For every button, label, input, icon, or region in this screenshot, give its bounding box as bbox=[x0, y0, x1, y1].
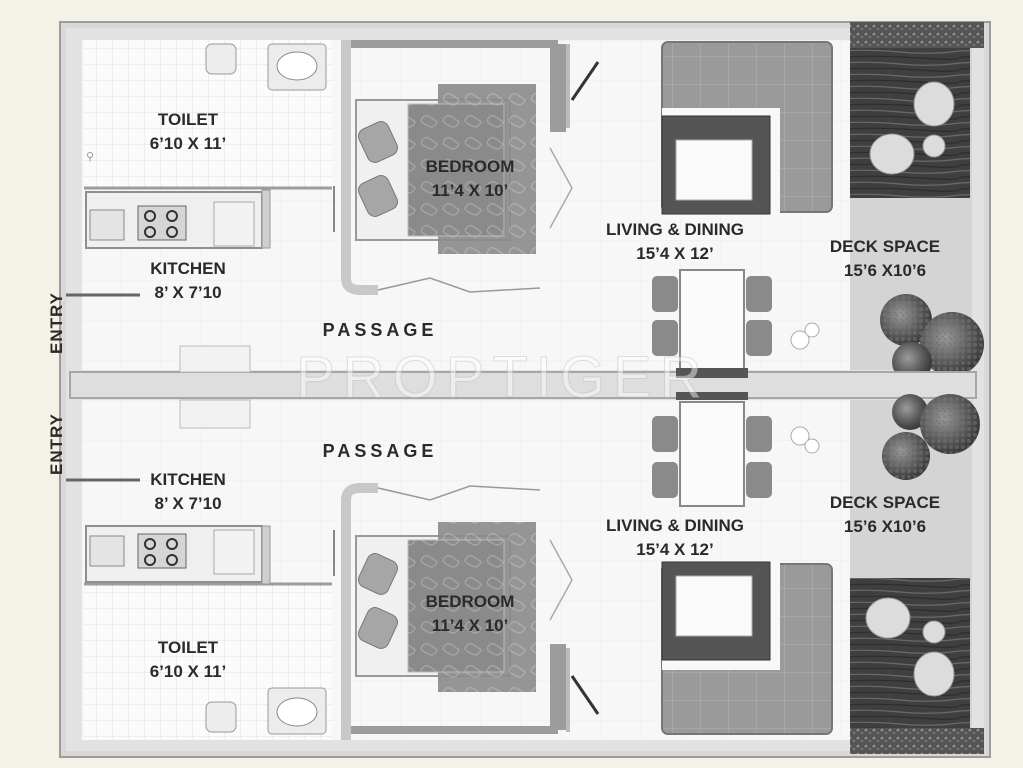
toilet-size-top: 6’10 X 11’ bbox=[149, 134, 227, 153]
watermark: PROPTIGER bbox=[296, 345, 710, 411]
toilet-name-bottom: TOILET bbox=[157, 638, 219, 657]
deck-name-bottom: DECK SPACE bbox=[829, 493, 941, 512]
wc-bottom bbox=[205, 701, 237, 733]
entry-label-top: ENTRY bbox=[47, 292, 66, 354]
kitchen-label-bottom: KITCHEN 8’ X 7’10 bbox=[118, 468, 258, 516]
wc-top bbox=[205, 43, 237, 75]
deck-size-bottom: 15’6 X10’6 bbox=[843, 517, 927, 536]
kitchen-label-top: KITCHEN 8’ X 7’10 bbox=[118, 257, 258, 305]
bed-mattress-top bbox=[407, 103, 505, 237]
kitchen-size-top: 8’ X 7’10 bbox=[154, 283, 222, 302]
unit-bottom bbox=[66, 394, 984, 754]
living-size-bottom: 15’4 X 12’ bbox=[636, 540, 714, 559]
kitchen-name-top: KITCHEN bbox=[150, 259, 226, 278]
deck-name-top: DECK SPACE bbox=[829, 237, 941, 256]
bedroom-label-top: BEDROOM 11’4 X 10’ bbox=[400, 155, 540, 203]
bedroom-name-bottom: BEDROOM bbox=[425, 592, 515, 611]
living-label-bottom: LIVING & DINING 15’4 X 12’ bbox=[580, 514, 770, 562]
toilet-name-top: TOILET bbox=[157, 110, 219, 129]
pillow-1-top bbox=[358, 121, 398, 163]
bed-mattress-bottom bbox=[407, 539, 505, 673]
grass-strip-top bbox=[850, 22, 984, 48]
kitchen-size-bottom: 8’ X 7’10 bbox=[154, 494, 222, 513]
living-size-top: 15’4 X 12’ bbox=[636, 244, 714, 263]
toilet-size-bottom: 6’10 X 11’ bbox=[149, 662, 227, 681]
kitchen-sink-bottom bbox=[89, 535, 125, 567]
living-name-top: LIVING & DINING bbox=[606, 220, 744, 239]
pillow-2-top bbox=[358, 175, 398, 217]
entry-label-bottom: ENTRY bbox=[47, 413, 66, 475]
pillow-2-bottom bbox=[358, 607, 398, 649]
passage-label-bottom: PASSAGE bbox=[322, 441, 438, 461]
deck-size-top: 15’6 X10’6 bbox=[843, 261, 927, 280]
bedroom-size-top: 11’4 X 10’ bbox=[431, 181, 509, 200]
pillow-1-bottom bbox=[358, 553, 398, 595]
door-bottom bbox=[570, 675, 600, 715]
deck-label-top: DECK SPACE 15’6 X10’6 bbox=[810, 235, 960, 283]
svg-text:⚲: ⚲ bbox=[86, 151, 94, 163]
deck-wood-bottom bbox=[850, 578, 970, 728]
toilet-label-bottom: TOILET 6’10 X 11’ bbox=[118, 636, 258, 684]
bedroom-name-top: BEDROOM bbox=[425, 157, 515, 176]
deck-label-bottom: DECK SPACE 15’6 X10’6 bbox=[810, 491, 960, 539]
bush-1-bottom bbox=[892, 394, 928, 430]
kitchen-name-bottom: KITCHEN bbox=[150, 470, 226, 489]
deck-wood-top bbox=[850, 48, 970, 198]
party-wall bbox=[69, 371, 977, 399]
living-name-bottom: LIVING & DINING bbox=[606, 516, 744, 535]
door-top bbox=[570, 61, 600, 101]
bedroom-label-bottom: BEDROOM 11’4 X 10’ bbox=[400, 590, 540, 638]
unit-top: ⚲ bbox=[66, 22, 984, 382]
living-label-top: LIVING & DINING 15’4 X 12’ bbox=[580, 218, 770, 266]
toilet-label-top: TOILET 6’10 X 11’ bbox=[118, 108, 258, 156]
grass-strip-bottom bbox=[850, 728, 984, 754]
kitchen-sink-top bbox=[89, 209, 125, 241]
bedroom-size-bottom: 11’4 X 10’ bbox=[431, 616, 509, 635]
passage-label-top: PASSAGE bbox=[322, 320, 438, 340]
dining-table-bottom bbox=[679, 401, 745, 507]
